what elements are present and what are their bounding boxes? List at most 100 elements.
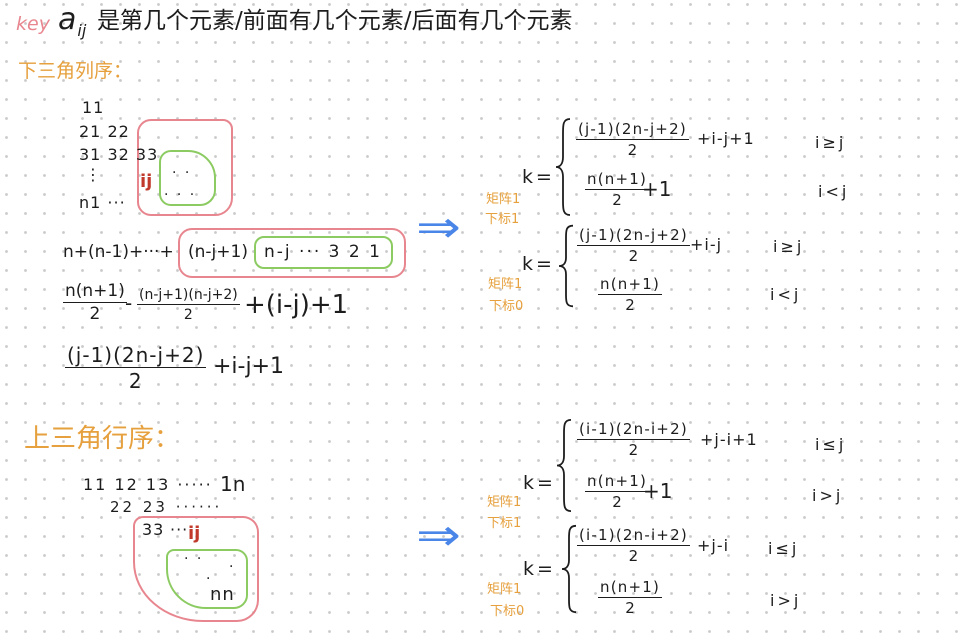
step2-remainder: +i-j+1 (213, 354, 285, 379)
upper-heading: 上三角行序： (24, 424, 181, 454)
k-equals: k = (522, 166, 552, 188)
left-brace (553, 117, 573, 217)
fraction-denominator: 2 (625, 599, 635, 617)
index-base-label: 下标0 (490, 604, 525, 619)
case-1-remainder: +i-j+1 (697, 129, 755, 148)
title-symbol-letter: a (58, 2, 77, 37)
fraction-denominator: 2 (612, 191, 622, 209)
fraction-numerator: (n-j+1)(n-j+2) (137, 287, 240, 305)
lower-matrix-row-2: 21 22 (79, 122, 130, 141)
matrix-base-label: 矩阵1 (486, 192, 521, 207)
fraction-numerator: n(n+1) (598, 578, 663, 598)
fraction-denominator: 2 (612, 493, 622, 511)
title-element-symbol: aij (58, 2, 86, 39)
brace-stroke (557, 420, 571, 511)
step1-minus: - (125, 291, 133, 315)
brace-stroke (559, 226, 573, 307)
upper-region-outline (133, 516, 259, 622)
sum-after-outline (254, 236, 393, 269)
lower-matrix-vdots: ⋮ (85, 165, 102, 184)
matrix-base-label: 矩阵1 (487, 495, 522, 510)
fraction-numerator: n(n+1) (585, 472, 650, 492)
fraction-denominator: 2 (628, 441, 639, 459)
step1-remainder: +(i-j)+1 (244, 290, 349, 320)
case-2-fraction: n(n+1) 2 (585, 472, 650, 511)
brace-stroke (562, 526, 576, 612)
case-2-fraction: n(n+1) 2 (598, 275, 663, 314)
step2-fraction: (j-1)(2n-j+2) 2 (65, 343, 207, 393)
upper-inner-dots-2: · (229, 559, 236, 575)
fraction-denominator: 2 (627, 141, 638, 159)
left-brace (554, 418, 574, 513)
lower-after-region-outline (159, 150, 216, 206)
upper-inner-dots-1: · · (184, 551, 204, 567)
lower-region-outline (137, 119, 233, 216)
lower-element-ij: ij (140, 171, 153, 192)
fraction-denominator: 2 (628, 547, 639, 565)
case-2-fraction: n(n+1) 2 (598, 578, 663, 617)
matrix-base-label: 矩阵1 (488, 277, 523, 292)
brace-stroke (556, 119, 570, 215)
upper-matrix-row-3-start: 33 (142, 520, 165, 539)
fraction-denominator: 2 (89, 304, 101, 324)
key-label: key (16, 13, 50, 35)
upper-element-ij: ij (188, 523, 201, 544)
left-brace (556, 224, 576, 308)
lower-inner-dots-1: · · (172, 165, 192, 181)
fraction-numerator: (j-1)(2n-j+2) (65, 343, 207, 368)
case-2-condition: i>j (812, 486, 844, 505)
case-1-fraction: (j-1)(2n-j+2) 2 (576, 122, 689, 158)
fraction-denominator: 2 (183, 307, 193, 323)
matrix-base-label: 矩阵1 (487, 582, 522, 597)
k-equals: k = (523, 558, 553, 580)
upper-matrix-last: nn (210, 584, 235, 605)
case-2-remainder: +1 (643, 479, 673, 503)
fraction-numerator: (i-1)(2n-i+2) (577, 420, 690, 440)
case-1-condition: i≥j (773, 237, 805, 256)
sum-boxed-term: n-j ··· 3 2 1 (264, 242, 382, 262)
upper-matrix-row-1-end: 1n (220, 472, 246, 496)
index-base-label: 下标1 (485, 212, 520, 227)
case-1-condition: i≥j (815, 133, 847, 152)
fraction-numerator: (j-1)(2n-j+2) (576, 120, 689, 140)
upper-matrix-row-2: 22 23 ······ (110, 498, 223, 516)
fraction-denominator: 2 (625, 296, 635, 314)
step1-fraction-2: (n-j+1)(n-j+2) 2 (137, 288, 240, 322)
upper-after-region-outline (166, 549, 248, 609)
case-2-condition: i<j (770, 285, 802, 304)
k-equals: k = (523, 472, 553, 494)
sum-last-term: (n-j+1) (188, 242, 248, 262)
case-1-fraction: (i-1)(2n-i+2) 2 (577, 528, 690, 564)
left-brace (559, 524, 579, 614)
case-1-condition: i≤j (815, 435, 847, 454)
upper-inner-dots-3: · (206, 571, 213, 587)
index-base-label: 下标0 (489, 299, 524, 314)
k-equals: k = (522, 253, 552, 275)
case-1-condition: i≤j (768, 539, 800, 558)
title-symbol-subscript: ij (77, 21, 87, 40)
case-1-remainder: +i-j (690, 235, 723, 254)
fraction-numerator: n(n+1) (585, 170, 650, 190)
upper-matrix-row-1: 11 12 13 ····· (83, 475, 213, 494)
case-1-fraction: (i-1)(2n-i+2) 2 (577, 422, 690, 458)
fraction-numerator: (i-1)(2n-i+2) (577, 526, 690, 546)
sum-prefix: n+(n-1)+···+ (63, 242, 174, 262)
step1-fraction-1: n(n+1) 2 (63, 283, 127, 323)
sum-before-outline (178, 228, 406, 278)
fraction-numerator: n(n+1) (63, 281, 127, 303)
case-1-remainder: +j-i+1 (700, 430, 758, 449)
lower-matrix-row-n: n1 ··· (79, 193, 126, 212)
fraction-numerator: n(n+1) (598, 275, 663, 295)
case-2-remainder: +1 (642, 177, 672, 201)
lower-matrix-row-3: 31 32 33 (79, 145, 159, 164)
case-1-remainder: +j-i (697, 536, 730, 555)
upper-implies-arrow: ⇒ (416, 510, 461, 561)
fraction-denominator: 2 (128, 369, 143, 393)
lower-heading: 下三角列序： (18, 60, 133, 82)
lower-inner-dots-2: · · · (164, 187, 197, 203)
fraction-numerator: (j-1)(2n-j+2) (577, 226, 690, 246)
case-2-condition: i<j (818, 182, 850, 201)
case-1-fraction: (j-1)(2n-j+2) 2 (577, 228, 690, 264)
fraction-denominator: 2 (628, 247, 639, 265)
